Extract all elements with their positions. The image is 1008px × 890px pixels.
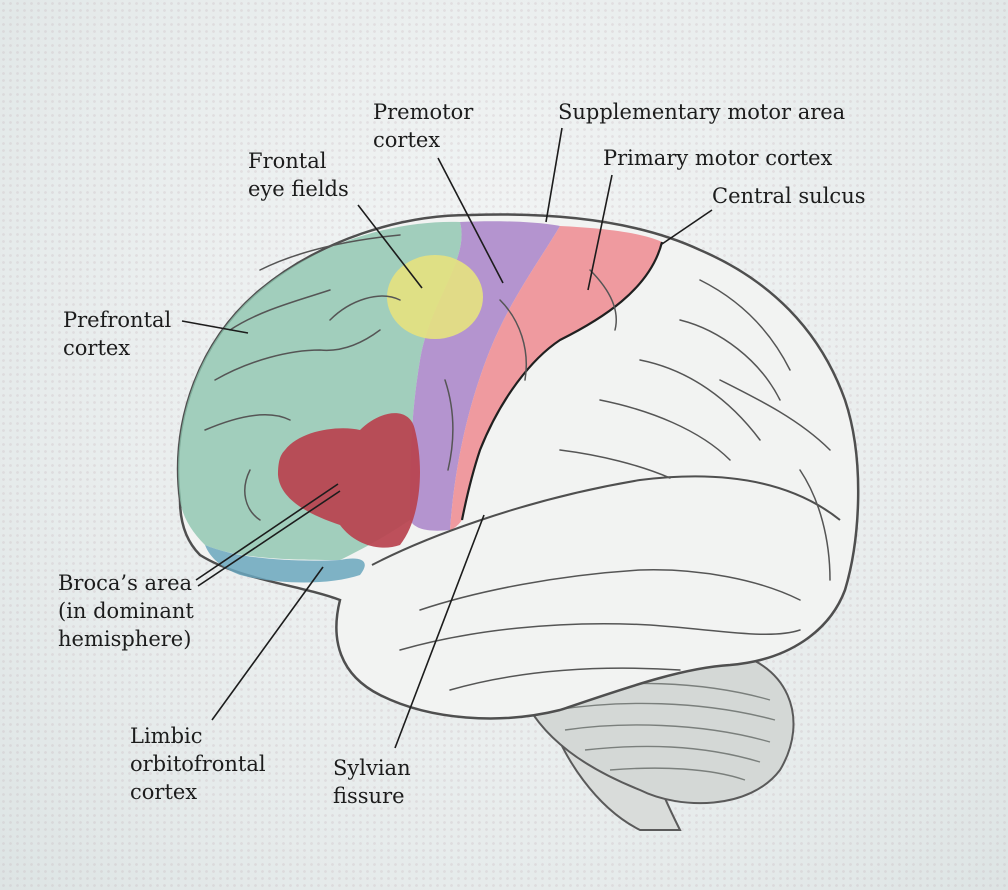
label-line: Central sulcus: [712, 184, 866, 208]
leader-primary-motor: [587, 174, 613, 291]
region-primary-motor: [450, 226, 662, 530]
region-limbic: [205, 545, 365, 583]
label-supplementary-motor-area: Supplementary motor area: [558, 98, 845, 126]
label-line: Supplementary motor area: [558, 100, 846, 124]
label-brocas-area: Broca’s area (in dominant hemisphere): [58, 569, 194, 653]
leader-broca-b: [197, 490, 341, 587]
leader-supplementary: [545, 127, 563, 223]
label-central-sulcus: Central sulcus: [712, 182, 866, 210]
label-line: cortex: [63, 336, 131, 360]
label-limbic-orbitofrontal-cortex: Limbic orbitofrontal cortex: [130, 722, 266, 806]
label-line: (in dominant: [58, 599, 194, 623]
leader-central-sulcus: [661, 209, 713, 245]
leader-sylvian: [394, 514, 485, 749]
leader-broca-a: [195, 483, 339, 581]
label-line: Premotor: [373, 100, 474, 124]
label-primary-motor-cortex: Primary motor cortex: [603, 144, 832, 172]
label-line: fissure: [333, 784, 405, 808]
temporal-lobe-outline: [371, 475, 841, 566]
label-sylvian-fissure: Sylvian fissure: [333, 754, 411, 810]
label-line: Primary motor cortex: [603, 146, 833, 170]
leader-prefrontal: [181, 320, 249, 334]
label-line: Limbic: [130, 724, 203, 748]
label-line: cortex: [373, 128, 441, 152]
label-line: orbitofrontal: [130, 752, 266, 776]
label-line: eye fields: [248, 177, 349, 201]
leader-limbic: [211, 566, 324, 721]
label-line: Sylvian: [333, 756, 411, 780]
label-frontal-eye-fields: Frontal eye fields: [248, 147, 349, 203]
leader-premotor: [437, 157, 504, 284]
leader-lines: [181, 127, 713, 749]
central-sulcus-line: [460, 241, 664, 521]
label-premotor-cortex: Premotor cortex: [373, 98, 473, 154]
leader-frontal-eye: [357, 204, 423, 289]
label-prefrontal-cortex: Prefrontal cortex: [63, 306, 171, 362]
label-line: hemisphere): [58, 627, 192, 651]
label-line: Broca’s area: [58, 571, 193, 595]
gyri-detail: [204, 234, 831, 691]
region-frontal-eye-fields: [387, 255, 483, 339]
label-line: Prefrontal: [63, 308, 172, 332]
label-line: cortex: [130, 780, 198, 804]
region-broca: [278, 413, 420, 548]
label-line: Frontal: [248, 149, 327, 173]
